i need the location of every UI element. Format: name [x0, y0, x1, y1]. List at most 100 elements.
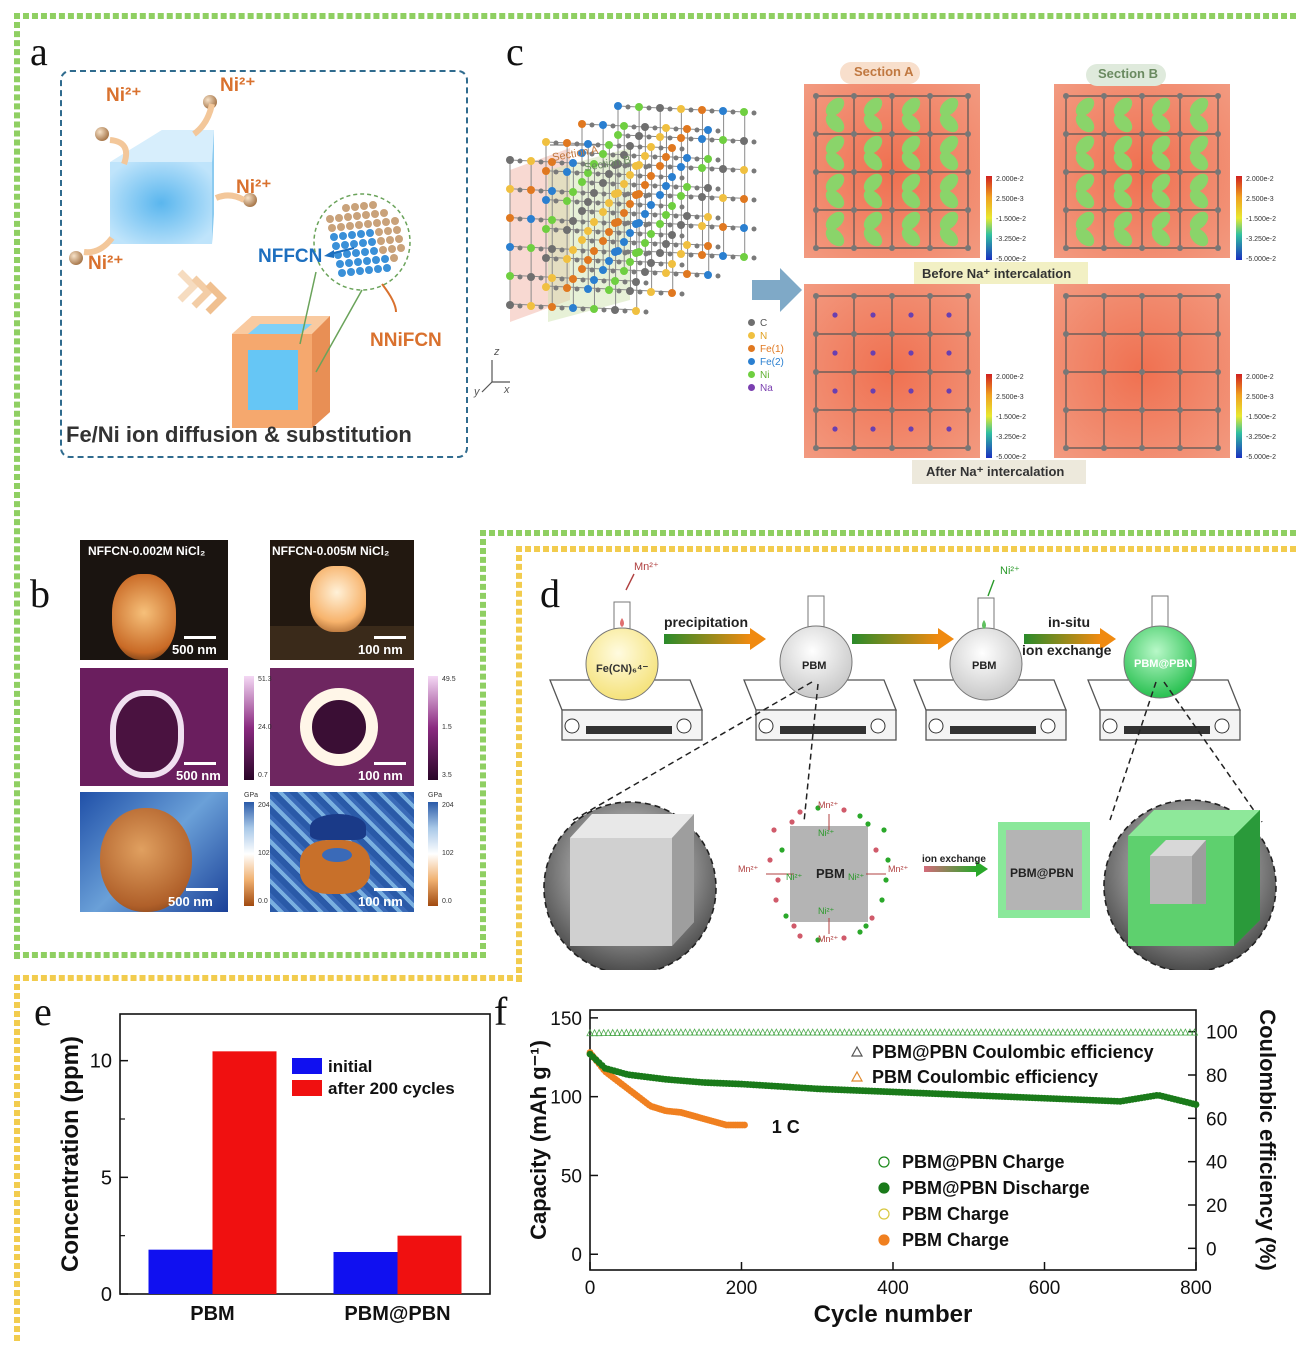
lattice-atom [578, 178, 586, 186]
charge-lobe [863, 173, 883, 193]
after-intercalation: After Na⁺ intercalation [926, 464, 1065, 479]
lattice-atom [338, 269, 346, 277]
ce-point [718, 1028, 726, 1036]
ce-point [1004, 1028, 1012, 1036]
lattice-atom [851, 93, 857, 99]
ion-dot [865, 821, 871, 827]
colorbar-tick: 102 [442, 850, 454, 857]
ce-point [986, 1028, 994, 1036]
flask-pbm-label: PBM [972, 660, 997, 672]
lattice-atom [730, 167, 736, 173]
ce-point [940, 1028, 949, 1036]
lattice-atom [688, 107, 694, 113]
charge-lobe [863, 227, 883, 247]
lattice-atom [667, 106, 673, 112]
lattice-atom [347, 268, 355, 276]
lattice-atom [698, 222, 706, 230]
panel-label-b: b [30, 571, 50, 616]
lattice-structure [481, 62, 1242, 484]
charge-lobe [939, 211, 959, 231]
lattice-atom [698, 193, 706, 201]
lattice-atom [740, 137, 748, 145]
lattice-atom [395, 235, 403, 243]
before-intercalation: Before Na⁺ intercalation [922, 266, 1072, 281]
lattice-atom [813, 407, 819, 413]
legend-row: Na [748, 383, 808, 396]
lattice-atom [517, 187, 523, 193]
lattice-atom [965, 293, 971, 299]
lattice-atom [1101, 245, 1107, 251]
lattice-atom [527, 157, 535, 165]
na-atom [946, 312, 952, 318]
lattice-atom [359, 239, 367, 247]
ce-point [1104, 1028, 1112, 1036]
lattice-atom [569, 188, 577, 196]
ce-point [1049, 1028, 1058, 1036]
ce-point [1086, 1028, 1094, 1036]
ce-point [913, 1028, 921, 1036]
colorbar [986, 374, 992, 458]
ce-point [849, 1028, 858, 1036]
lattice-atom [1139, 245, 1145, 251]
phase-map-left [80, 668, 228, 786]
lattice-atom [647, 172, 655, 180]
ce-point [859, 1028, 867, 1036]
lattice-atom [559, 189, 565, 195]
phase-map-right [270, 668, 414, 786]
lattice-atom [527, 186, 535, 194]
lattice-atom [730, 196, 736, 202]
lattice-atom [1101, 93, 1107, 99]
ni-top-label: Ni²⁺ [818, 828, 835, 838]
lattice-atom [374, 265, 382, 273]
lattice-atom [595, 287, 601, 293]
ce-point [736, 1028, 744, 1036]
lattice-atom [614, 247, 622, 255]
ion-dot [771, 827, 777, 833]
ce-point [840, 1028, 849, 1036]
lattice-atom [698, 135, 706, 143]
charge-lobe [1189, 113, 1209, 133]
ni-right-label: Ni²⁺ [848, 872, 865, 882]
pbm-square [790, 826, 868, 922]
ce-point [636, 1028, 644, 1036]
panel-a: Ni²⁺ Ni²⁺ Ni²⁺ Ni²⁺ NFFCN NNiFCN Fe/Ni i… [60, 70, 468, 458]
lattice-atom [610, 123, 616, 129]
lattice-atom [677, 221, 685, 229]
ion-dot [815, 805, 821, 811]
lattice-atom [383, 264, 391, 272]
lattice-atom [709, 108, 715, 114]
legend-label: C [760, 318, 768, 329]
lattice-atom [589, 151, 595, 157]
ion-dot [841, 807, 847, 813]
flask-core-shell [1123, 595, 1197, 699]
ce-point [963, 1028, 971, 1036]
lattice-atom [679, 204, 685, 210]
lattice-atom [584, 140, 592, 148]
lattice-atom [635, 190, 643, 198]
ion-ball [69, 251, 83, 265]
lattice-atom [574, 141, 580, 147]
lattice-atom [637, 231, 643, 237]
panel-label-c: c [506, 29, 524, 74]
legend-dot [748, 332, 755, 339]
scale-bar [184, 762, 216, 765]
y-right-tick-label: 0 [1206, 1239, 1217, 1260]
lattice-atom [646, 134, 652, 140]
lattice-atom [527, 302, 535, 310]
legend-marker [878, 1208, 890, 1220]
panel-b: NFFCN-0.002M NiCl₂ NFFCN-0.005M NiCl₂ 50… [80, 540, 470, 920]
ce-point [640, 1028, 649, 1036]
ion-dot [797, 933, 803, 939]
lattice-atom [658, 290, 664, 296]
colorbar-tick: 24.0 [258, 724, 272, 731]
pbm-pbn-square [998, 822, 1090, 918]
lattice-atom [889, 131, 895, 137]
lattice-atom [698, 106, 706, 114]
lattice-atom [698, 164, 706, 172]
bar-initial [333, 1252, 398, 1294]
legend-marker [878, 1156, 890, 1168]
lattice-atom [336, 260, 344, 268]
lattice-atom [620, 151, 628, 159]
lattice-atom [553, 140, 559, 146]
